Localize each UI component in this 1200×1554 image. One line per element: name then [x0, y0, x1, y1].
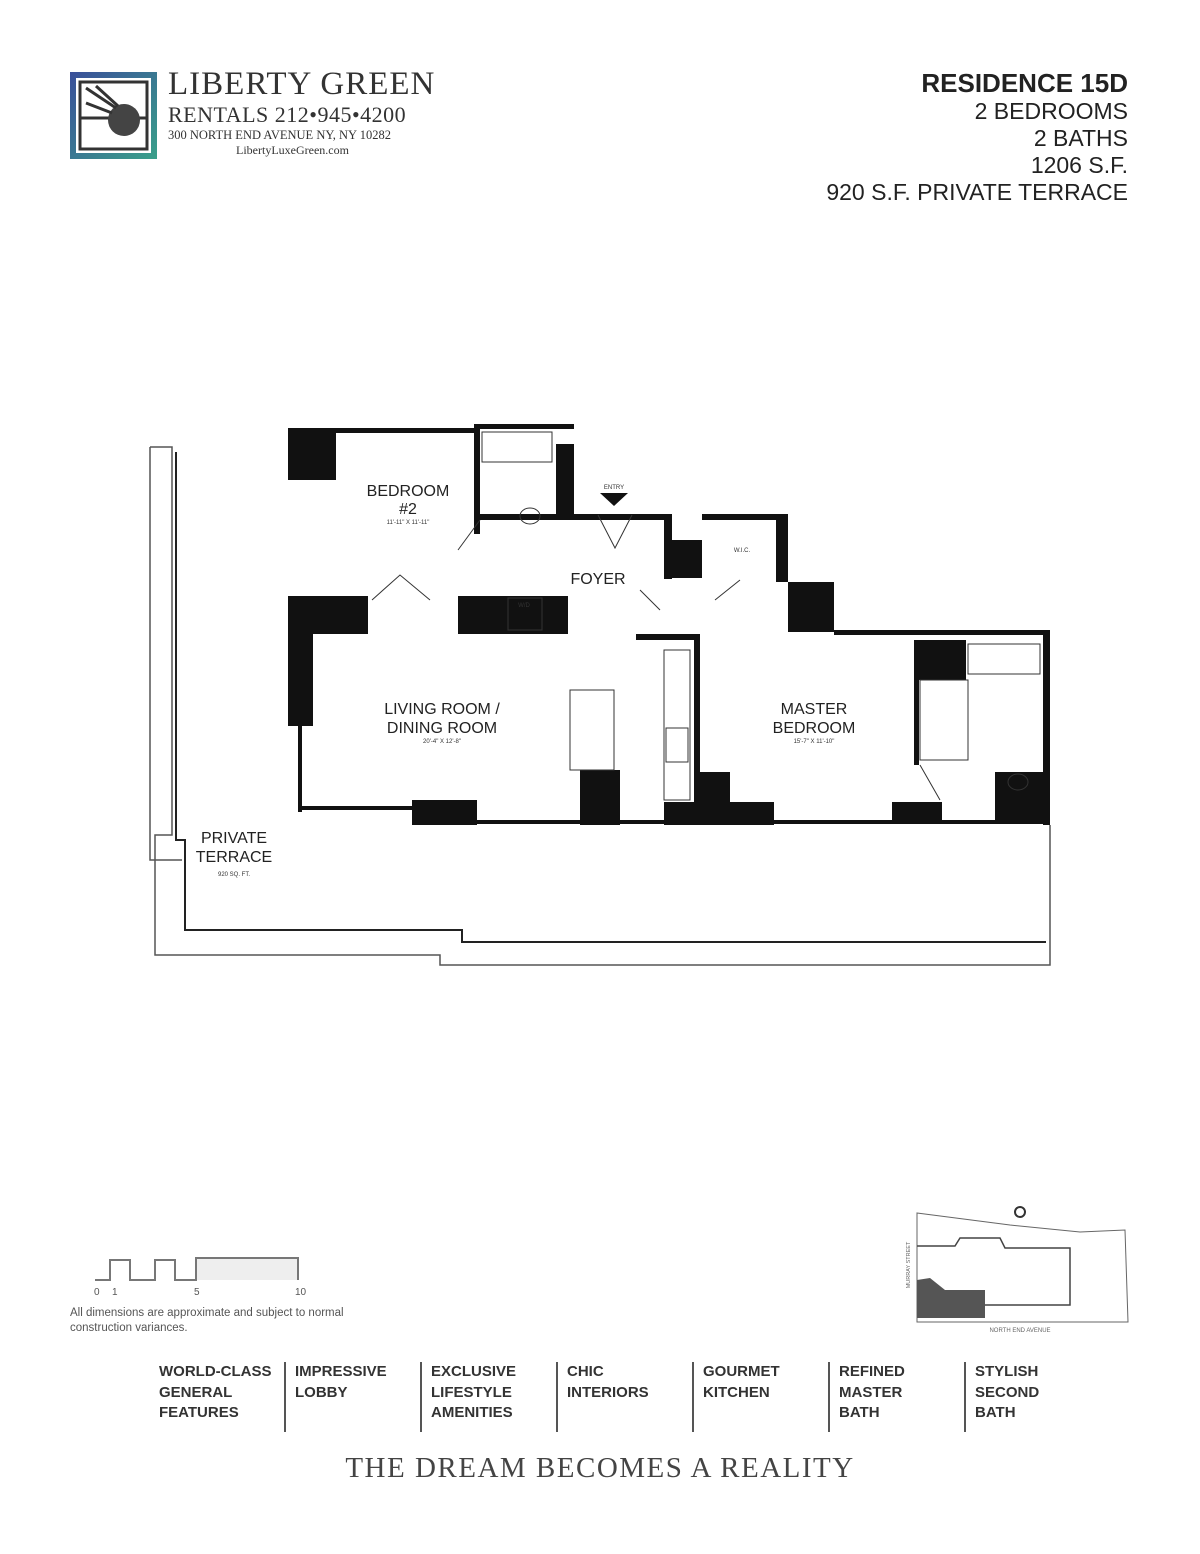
keyplan-street-bottom: NORTH END AVENUE [989, 1328, 1050, 1334]
feature-master-bath[interactable]: REFINED MASTER BATH [830, 1362, 966, 1432]
feature-line: EXCLUSIVE [431, 1363, 517, 1380]
scale-bar: 0 1 5 10 [94, 1257, 307, 1298]
dimensions-disclaimer: All dimensions are approximate and subje… [70, 1307, 344, 1334]
bedrooms-count: 2 BEDROOMS [974, 98, 1128, 124]
terrace-footage: 920 S.F. PRIVATE TERRACE [826, 179, 1128, 205]
square-footage: 1206 S.F. [1030, 152, 1128, 178]
wic-label: W.I.C. [734, 548, 751, 554]
scale-tick: 0 [94, 1287, 100, 1298]
feature-line: MASTER [839, 1383, 903, 1401]
terrace-dims: 920 SQ. FT. [218, 872, 250, 878]
scale-tick: 1 [112, 1287, 118, 1298]
tagline: THE DREAM BECOMES A REALITY [345, 1452, 855, 1484]
master-bedroom-name: BEDROOM [773, 720, 856, 737]
feature-line: LOBBY [295, 1383, 348, 1401]
living-dims: 20'-4" X 12'-8" [423, 739, 461, 745]
key-plan: MURRAY STREET NORTH END AVENUE [906, 1206, 1129, 1334]
scale-tick: 5 [194, 1287, 200, 1298]
terrace-name2: TERRACE [196, 849, 272, 866]
website-link[interactable]: LibertyLuxeGreen.com [236, 143, 349, 157]
keyplan-street-left: MURRAY STREET [906, 1241, 912, 1288]
master-dims: 15'-7" X 11'-10" [794, 739, 835, 745]
bedroom2-number: #2 [399, 501, 417, 518]
logo-statue-of-liberty [70, 72, 157, 159]
feature-line: SECOND [975, 1383, 1040, 1401]
feature-interiors[interactable]: CHIC INTERIORS [558, 1362, 694, 1432]
bedroom2-name: BEDROOM [367, 483, 450, 500]
feature-line: STYLISH [975, 1363, 1039, 1380]
terrace-railing [175, 452, 1046, 943]
feature-line: BATH [975, 1404, 1016, 1421]
terrace-name: PRIVATE [201, 830, 267, 847]
dining-name: DINING ROOM [387, 720, 497, 737]
feature-line: FEATURES [159, 1404, 239, 1421]
feature-line: WORLD-CLASS [159, 1363, 272, 1380]
baths-count: 2 BATHS [1033, 125, 1128, 151]
living-name: LIVING ROOM / [384, 701, 500, 718]
entry-arrow-icon [600, 493, 628, 506]
address: 300 NORTH END AVENUE NY, NY 10282 [168, 128, 391, 142]
residence-summary: RESIDENCE 15D 2 BEDROOMS 2 BATHS 1206 S.… [826, 68, 1128, 206]
walls [288, 424, 1050, 825]
rentals-phone: RENTALS 212•945•4200 [168, 102, 407, 127]
feature-line: IMPRESSIVE [295, 1363, 387, 1380]
feature-line: KITCHEN [703, 1383, 770, 1401]
feature-line: GOURMET [703, 1363, 780, 1380]
terrace-outline [149, 446, 1051, 966]
scale-tick: 10 [295, 1287, 307, 1298]
brand-name: LIBERTY GREEN [168, 66, 436, 102]
feature-line: BATH [839, 1404, 880, 1421]
feature-lobby[interactable]: IMPRESSIVE LOBBY [286, 1362, 422, 1432]
features-nav: WORLD-CLASS GENERAL FEATURES IMPRESSIVE LOB… [150, 1362, 1102, 1432]
fixtures [371, 431, 1041, 801]
feature-kitchen[interactable]: GOURMET KITCHEN [694, 1362, 830, 1432]
entry-label: ENTRY [604, 485, 624, 491]
feature-line: REFINED [839, 1363, 905, 1380]
foyer-label: FOYER [570, 571, 625, 588]
wd-label: W/D [518, 603, 530, 609]
feature-line: AMENITIES [431, 1404, 513, 1421]
bedroom2-dims: 11'-11" X 11'-11" [387, 520, 430, 526]
feature-line: GENERAL [159, 1383, 233, 1401]
master-name: MASTER [781, 701, 848, 718]
feature-line: LIFESTYLE [431, 1383, 512, 1401]
feature-general[interactable]: WORLD-CLASS GENERAL FEATURES [150, 1362, 286, 1432]
feature-amenities[interactable]: EXCLUSIVE LIFESTYLE AMENITIES [422, 1362, 558, 1432]
feature-line: INTERIORS [567, 1383, 649, 1401]
feature-line: CHIC [567, 1363, 604, 1380]
residence-title: RESIDENCE 15D [921, 68, 1128, 98]
feature-second-bath[interactable]: STYLISH SECOND BATH [966, 1362, 1102, 1432]
brand-block: LIBERTY GREEN RENTALS 212•945•4200 300 N… [168, 66, 435, 157]
